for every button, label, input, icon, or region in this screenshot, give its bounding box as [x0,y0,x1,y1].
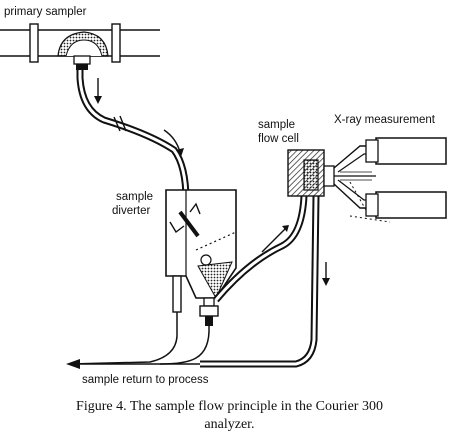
xray-measurement-unit [333,137,447,223]
sample-hose [76,70,190,201]
label-sample-diverter-2: diverter [112,205,151,217]
label-primary-sampler: primary sampler [4,6,87,18]
label-sample-return: sample return to process [82,374,209,386]
caption-line-1: Figure 4. The sample flow principle in t… [76,399,383,414]
flow-arrow-return [322,262,330,286]
hose-to-flow-cell [213,195,308,303]
caption-line-2: analyzer. [204,417,255,432]
label-flow-cell-2: flow cell [258,133,299,145]
label-flow-cell-1: sample [258,119,295,131]
sample-flow-cell [287,149,335,197]
label-sample-diverter-1: sample [116,191,153,203]
figure-caption: Figure 4. The sample flow principle in t… [0,398,459,434]
sample-diverter [165,189,237,326]
flow-arrow-curve [163,129,184,157]
main-process-pipe [0,23,160,70]
label-xray-measurement: X-ray measurement [334,114,436,126]
return-hoses [66,195,320,369]
flow-arrow-up [261,225,289,253]
flow-arrow-down [94,78,102,104]
